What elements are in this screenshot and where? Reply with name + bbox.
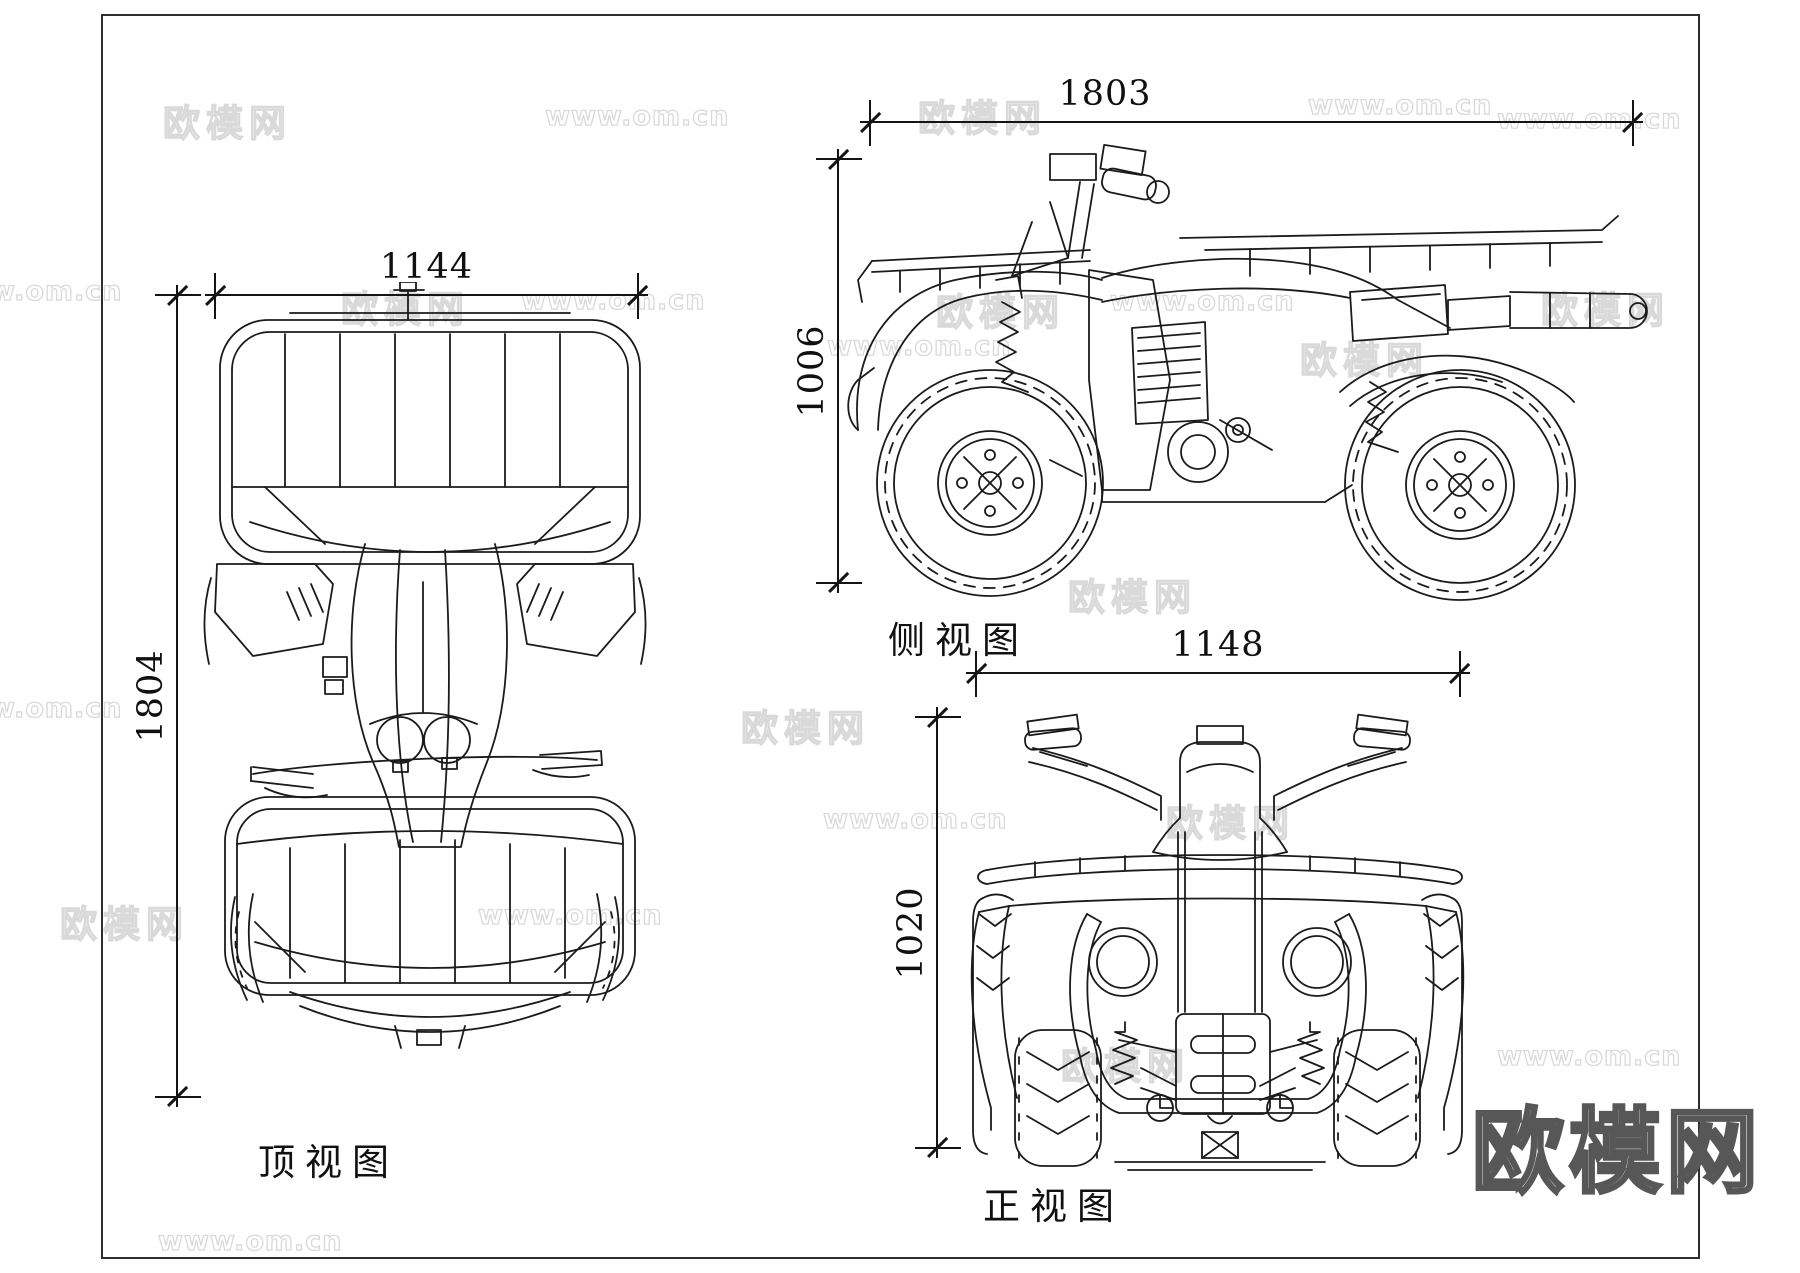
- dimension-line: [205, 294, 648, 296]
- dimension-value: 1804: [131, 649, 171, 743]
- watermark-site: www.om.cn: [520, 284, 706, 316]
- dimension-value: 1020: [891, 885, 931, 980]
- watermark-site: www.om.cn: [822, 803, 1008, 835]
- front-view-drawing: [970, 713, 1465, 1171]
- watermark-brand: 欧模网: [1067, 575, 1197, 619]
- dimension-line: [837, 149, 839, 593]
- dimension-line: [966, 672, 1470, 674]
- dimension-value: 1144: [379, 247, 474, 287]
- watermark-site: www.om.cn: [1496, 103, 1682, 135]
- dimension-line: [860, 121, 1643, 123]
- dimension-value: 1006: [792, 324, 832, 418]
- watermark-site: www.om.cn: [544, 100, 730, 132]
- watermark-site-partial: www.om.cn: [0, 692, 123, 724]
- label-top-view: 顶视图: [258, 1141, 399, 1184]
- sheet-border: [101, 14, 1700, 1259]
- watermark-brand: 欧模网: [917, 96, 1047, 140]
- watermark-site: www.om.cn: [477, 899, 663, 931]
- watermark-site: www.om.cn: [1307, 89, 1493, 121]
- watermark-site: www.om.cn: [1496, 1040, 1682, 1072]
- watermark-brand: 欧模网: [59, 902, 189, 946]
- watermark-site: www.om.cn: [1109, 285, 1295, 317]
- top-view-drawing: [203, 282, 647, 1049]
- watermark-site-partial: www.om.cn: [0, 275, 123, 307]
- label-front-view: 正视图: [983, 1185, 1124, 1228]
- dimension-value: 1148: [1171, 625, 1265, 665]
- dimension-line: [936, 707, 938, 1158]
- watermark-site: www.om.cn: [157, 1225, 343, 1257]
- watermark-brand: 欧模网: [935, 290, 1065, 334]
- watermark-brand: 欧模网: [162, 101, 292, 145]
- watermark-brand: 欧模网: [1165, 801, 1295, 845]
- side-view-drawing: [847, 143, 1648, 601]
- dimension-value: 1803: [1058, 74, 1152, 114]
- watermark-site: www.om.cn: [826, 330, 1012, 362]
- watermark-corner-brand: 欧模网: [1470, 1097, 1764, 1208]
- watermark-brand: 欧模网: [740, 706, 870, 750]
- dimension-line: [176, 285, 178, 1107]
- watermark-brand: 欧模网: [1540, 288, 1670, 332]
- label-side-view: 侧视图: [888, 619, 1029, 662]
